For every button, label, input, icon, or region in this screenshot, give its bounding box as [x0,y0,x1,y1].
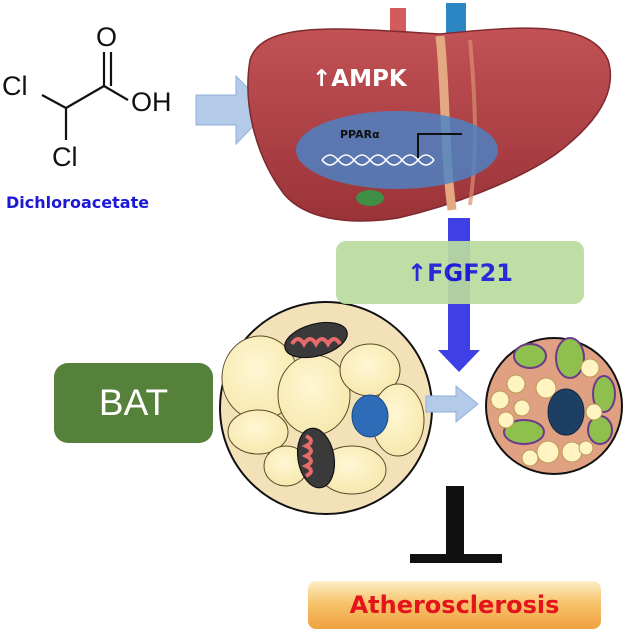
atom-oh: OH [131,87,172,117]
ppar-region [296,111,498,189]
promoter-arrow-icon [417,133,462,158]
molecule-name: Dichloroacetate [6,193,150,212]
atom-cl-bottom: Cl [52,142,78,172]
fgf21-label: ↑FGF21 [407,258,513,287]
beige-adipocyte [485,337,623,475]
dichloroacetate-structure [41,52,129,140]
bat-box: BAT [54,363,213,443]
atom-o: O [96,22,118,52]
brown-adipocyte [219,301,433,515]
ampk-label: ↑AMPK [312,66,407,92]
liver-illustration [247,3,612,222]
inhibition-symbol [410,486,502,563]
fgf21-box: ↑FGF21 [336,241,584,304]
dna-helix-icon [321,154,435,166]
atherosclerosis-box: Atherosclerosis [308,581,601,629]
bat-label: BAT [98,382,169,423]
atherosclerosis-label: Atherosclerosis [349,591,560,619]
arrow-to-beige-cell [425,384,479,424]
atom-cl-left: Cl [2,71,28,101]
ppar-label: PPARα [340,128,380,141]
